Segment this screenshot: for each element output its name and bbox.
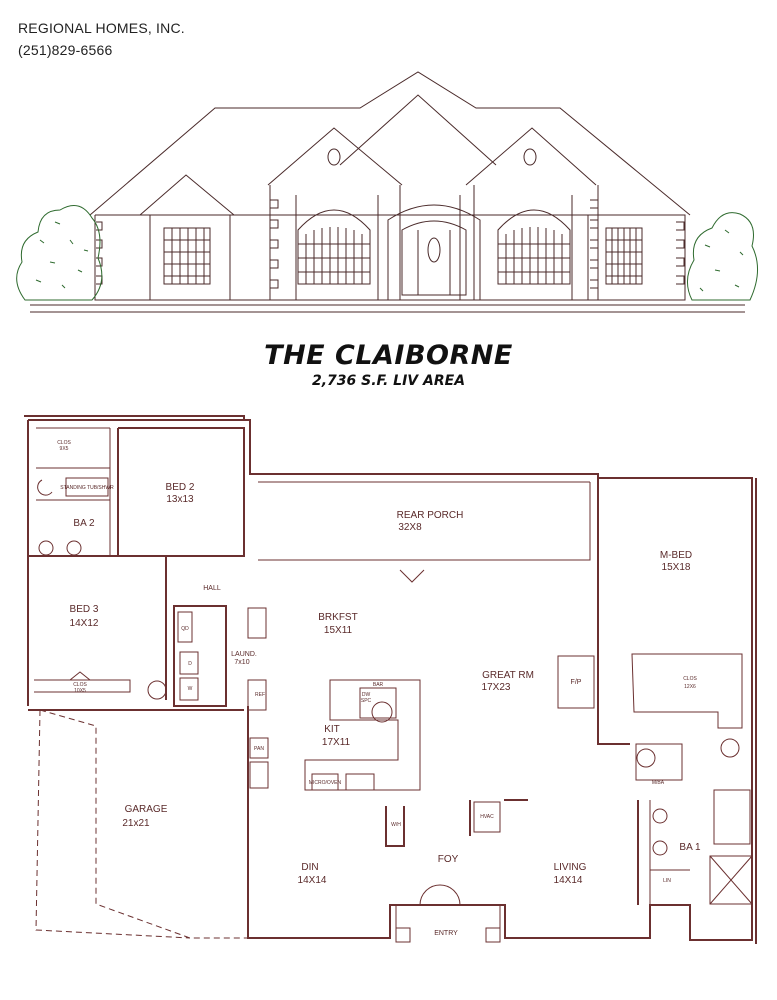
room-foy-name: FOY [438, 854, 459, 865]
company-phone: (251)829-6566 [18, 42, 113, 58]
room-bed3-size: 14X12 [70, 618, 99, 629]
room-ba1-name: BA 1 [679, 842, 701, 853]
room-ba2-name: BA 2 [73, 518, 95, 529]
dw-spc-label: SPC [361, 698, 372, 704]
room-living-name: LIVING [554, 862, 587, 873]
room-bed3-name: BED 3 [70, 604, 99, 615]
fireplace-label: F/P [571, 679, 582, 686]
plan-title: THE CLAIBORNE [264, 340, 513, 371]
company-name: REGIONAL HOMES, INC. [18, 20, 185, 36]
room-mba-name: M/BA [652, 780, 665, 786]
lin-label: LIN [663, 878, 671, 884]
bar-label: BAR [373, 682, 384, 688]
room-brkfst-name: BRKFST [318, 612, 357, 623]
room-great-rm-name: GREAT RM [482, 670, 534, 681]
room-bed2-name: BED 2 [166, 482, 195, 493]
room-rear-porch-name: REAR PORCH [397, 510, 464, 521]
room-bed2-size: 13x13 [166, 494, 194, 505]
washer-label: W [188, 686, 193, 692]
front-elevation-drawing [16, 71, 758, 313]
ref-label: REF [255, 692, 265, 698]
room-kit-name: KIT [324, 724, 340, 735]
room-kit-size: 17X11 [322, 737, 351, 748]
room-rear-porch-size: 32X8 [398, 522, 422, 533]
room-garage-name: GARAGE [125, 804, 168, 815]
closet-bed3-size: 10X5 [74, 688, 86, 694]
hvac-label: HVAC [480, 814, 494, 820]
closet-master-size: 12X6 [684, 684, 696, 690]
room-din-size: 14X14 [298, 875, 327, 886]
room-entry-name: ENTRY [434, 930, 458, 937]
pan-label: PAN [254, 746, 264, 752]
closet-top-size: 9X5 [60, 446, 69, 452]
closet-bed3-label: CLOS [73, 682, 87, 688]
standing-tub-label: STANDING TUB/SHWR [60, 485, 114, 491]
dw-label: DW [362, 692, 371, 698]
room-din-name: DIN [301, 862, 318, 873]
room-laund-name: LAUND. [231, 651, 257, 658]
closet-top-label: CLOS [57, 440, 71, 446]
room-hall-name: HALL [203, 585, 221, 592]
qd-label: QD [181, 626, 189, 632]
room-mbed-name: M-BED [660, 550, 692, 561]
closet-master-label: CLOS [683, 676, 697, 682]
room-laund-size: 7x10 [234, 659, 249, 666]
room-brkfst-size: 15X11 [324, 625, 353, 636]
room-mbed-size: 15X18 [662, 562, 691, 573]
room-garage-size: 21x21 [122, 818, 150, 829]
room-great-rm-size: 17X23 [482, 682, 511, 693]
dryer-label: D [188, 661, 192, 667]
plan-area: 2,736 S.F. LIV AREA [311, 373, 466, 389]
wh-label: W/H [391, 822, 401, 828]
micro-label: MICRO/OVEN [309, 780, 342, 786]
room-living-size: 14X14 [554, 875, 583, 886]
